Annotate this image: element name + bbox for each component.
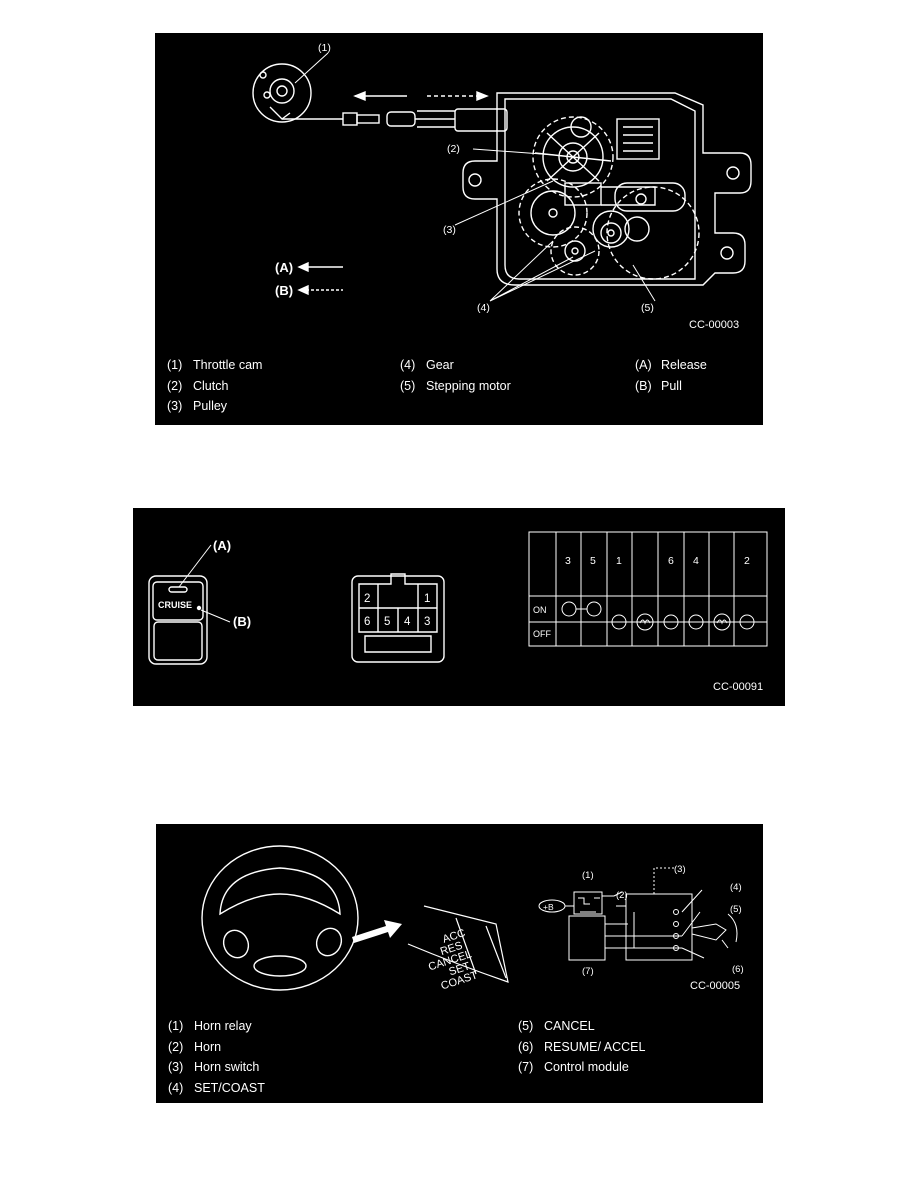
label-7: (7) xyxy=(582,966,594,977)
figure-cruise-actuator: (1) (2) (3) (4) (5) (A) (B) CC-00003 (1)… xyxy=(155,33,763,425)
legend-item: (2)Horn xyxy=(168,1039,222,1054)
pin-1: 1 xyxy=(424,593,430,605)
cruise-switch-body xyxy=(148,575,208,665)
switch-box xyxy=(625,893,693,961)
table-header-6: 6 xyxy=(668,555,674,567)
label-4: (4) xyxy=(730,882,742,893)
label-4: (4) xyxy=(477,302,490,314)
legend-item: (3)Horn switch xyxy=(168,1060,260,1074)
horn-circuit xyxy=(538,867,738,961)
label-5: (5) xyxy=(641,302,654,314)
legend-item: (4)Gear xyxy=(400,358,454,372)
label-a: (A) xyxy=(213,538,231,553)
label-3: (3) xyxy=(674,864,686,875)
table-header-4: 4 xyxy=(693,555,699,567)
legend-item: (7)Control module xyxy=(518,1060,629,1074)
continuity-table xyxy=(528,531,768,647)
row-off: OFF xyxy=(533,629,551,639)
legend-item: (6)RESUME/ ACCEL xyxy=(518,1039,646,1054)
gear-small xyxy=(550,226,600,276)
actuator-connector xyxy=(616,118,660,160)
label-6: (6) xyxy=(732,964,744,975)
legend-item: (2)Clutch xyxy=(167,378,229,393)
cruise-indicator-lamp xyxy=(168,586,188,593)
switch-connector xyxy=(351,573,445,663)
legend-column-2: (4)Gear (5)Stepping motor xyxy=(400,355,511,396)
table-header-1: 1 xyxy=(616,555,622,567)
label-plus-b: +B xyxy=(543,902,554,912)
label-a: (A) xyxy=(275,260,293,275)
label-b: (B) xyxy=(275,283,293,298)
label-5: (5) xyxy=(730,904,742,915)
zoom-arrow xyxy=(352,920,402,943)
table-header-3: 3 xyxy=(565,555,571,567)
clutch-pulley xyxy=(532,116,614,198)
row-on: ON xyxy=(533,605,547,615)
legend-item: (B)Pull xyxy=(635,378,682,393)
legend-item: (3)Pulley xyxy=(167,399,228,413)
label-1: (1) xyxy=(582,870,594,881)
stalk-diagram: ACC RES CANCEL SET COAST (1) xyxy=(201,845,744,993)
table-header-2: 2 xyxy=(744,555,750,567)
legend-item: (1)Throttle cam xyxy=(167,358,263,372)
steering-wheel xyxy=(201,845,359,991)
figure-cruise-stalk: ACC RES CANCEL SET COAST (1) xyxy=(156,824,763,1103)
legend-column-2: (5)CANCEL (6)RESUME/ ACCEL (7)Control mo… xyxy=(518,1016,645,1078)
legend-item: (A)Release xyxy=(635,358,707,372)
label-b: (B) xyxy=(233,614,251,629)
actuator-diagram: (1) (2) (3) (4) (5) (A) (B) xyxy=(252,42,752,314)
cruise-switch-button xyxy=(152,581,204,621)
pin-3: 3 xyxy=(424,616,430,628)
cruise-stalk xyxy=(407,905,509,983)
label-1: (1) xyxy=(318,42,331,54)
legend-column-1: (1)Horn relay (2)Horn (3)Horn switch (4)… xyxy=(168,1016,265,1098)
label-2: (2) xyxy=(616,890,628,901)
legend-item: (4)SET/COAST xyxy=(168,1080,265,1095)
figure-code: CC-00003 xyxy=(689,319,740,331)
cruise-text: CRUISE xyxy=(158,600,192,610)
pin-5: 5 xyxy=(384,616,390,628)
table-header-5: 5 xyxy=(590,555,596,567)
throttle-cam-disc xyxy=(252,63,312,123)
pin-2: 2 xyxy=(364,593,370,605)
switch-diagram: CRUISE (A) (B) 2 1 6 5 4 3 xyxy=(148,531,768,665)
label-2: (2) xyxy=(447,143,460,155)
legend-column-1: (1)Throttle cam (2)Clutch (3)Pulley xyxy=(167,355,262,417)
stepping-motor xyxy=(606,186,700,280)
legend-column-3: (A)Release (B)Pull xyxy=(635,355,707,396)
pin-4: 4 xyxy=(404,616,411,628)
label-3: (3) xyxy=(443,224,456,236)
legend-item: (5)CANCEL xyxy=(518,1019,595,1033)
figure-cruise-switch: CRUISE (A) (B) 2 1 6 5 4 3 xyxy=(133,508,785,706)
control-module-box xyxy=(568,915,606,961)
actuator-housing xyxy=(462,92,752,286)
pin-6: 6 xyxy=(364,616,370,628)
legend-item: (1)Horn relay xyxy=(168,1019,252,1033)
figure-code: CC-00091 xyxy=(713,681,764,693)
figure-code: CC-00005 xyxy=(690,980,741,992)
legend-item: (5)Stepping motor xyxy=(400,378,511,393)
switch-symbol xyxy=(691,923,727,941)
gear-large xyxy=(518,178,588,248)
